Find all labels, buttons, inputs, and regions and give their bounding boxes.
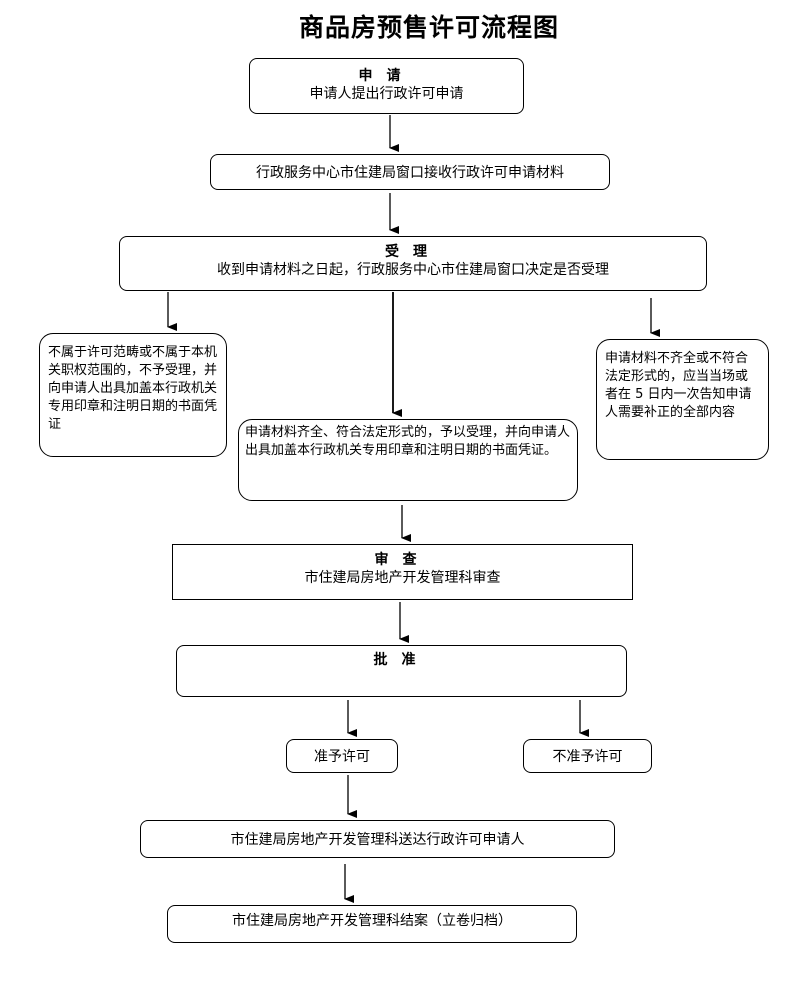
archive-box: 市住建局房地产开发管理科结案（立卷归档） xyxy=(167,905,577,943)
apply-text: 申请人提出行政许可申请 xyxy=(309,86,464,102)
deliver-text: 市住建局房地产开发管理科送达行政许可申请人 xyxy=(230,832,525,848)
approve-box: 批准 xyxy=(176,645,627,697)
reject-text: 不属于许可范畴或不属于本机关职权范围的，不予受理，并向申请人出具加盖本行政机关专… xyxy=(48,345,218,432)
accept-result-text: 申请材料齐全、符合法定形式的，予以受理，并向申请人出具加盖本行政机关专用印章和注… xyxy=(245,425,571,458)
review-box: 审查 市住建局房地产开发管理科审查 xyxy=(172,544,633,600)
supplement-text: 申请材料不齐全或不符合法定形式的，应当当场或者在 5 日内一次告知申请人需要补正… xyxy=(605,351,752,420)
reject-box: 不属于许可范畴或不属于本机关职权范围的，不予受理，并向申请人出具加盖本行政机关专… xyxy=(39,333,227,457)
review-heading: 审查 xyxy=(374,552,431,568)
grant-box: 准予许可 xyxy=(286,739,398,773)
deliver-box: 市住建局房地产开发管理科送达行政许可申请人 xyxy=(140,820,615,858)
deny-text: 不准予许可 xyxy=(552,749,623,765)
accept-result-box: 申请材料齐全、符合法定形式的，予以受理，并向申请人出具加盖本行政机关专用印章和注… xyxy=(238,419,578,501)
receive-box: 行政服务中心市住建局窗口接收行政许可申请材料 xyxy=(210,154,610,190)
apply-box: 申请 申请人提出行政许可申请 xyxy=(249,58,524,114)
approve-heading: 批准 xyxy=(373,652,430,668)
archive-text: 市住建局房地产开发管理科结案（立卷归档） xyxy=(232,913,512,929)
grant-text: 准予许可 xyxy=(314,749,370,765)
page-title: 商品房预售许可流程图 xyxy=(298,13,559,42)
apply-heading: 申请 xyxy=(358,68,415,84)
receive-text: 行政服务中心市住建局窗口接收行政许可申请材料 xyxy=(256,165,564,181)
review-text: 市住建局房地产开发管理科审查 xyxy=(304,570,501,586)
accept-heading: 受理 xyxy=(385,244,441,260)
deny-box: 不准予许可 xyxy=(523,739,652,773)
accept-decision-box: 受理 收到申请材料之日起，行政服务中心市住建局窗口决定是否受理 xyxy=(119,236,707,291)
supplement-box: 申请材料不齐全或不符合法定形式的，应当当场或者在 5 日内一次告知申请人需要补正… xyxy=(596,339,769,460)
accept-text: 收到申请材料之日起，行政服务中心市住建局窗口决定是否受理 xyxy=(217,262,609,278)
